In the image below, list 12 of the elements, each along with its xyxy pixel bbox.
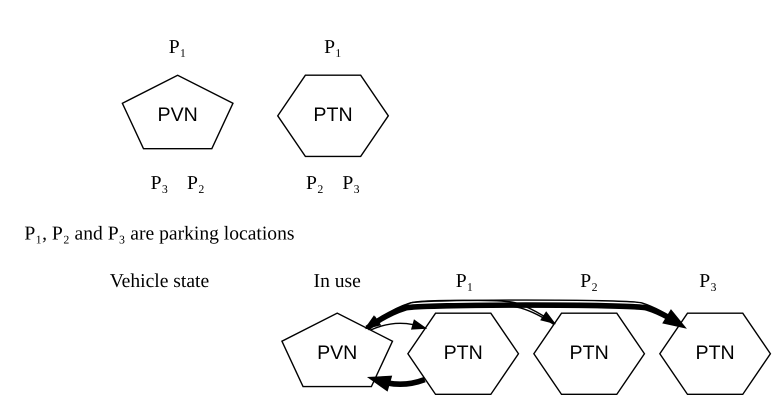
label: Vehicle state <box>109 270 209 292</box>
label: P₁, P₂ and P₃ are parking locations <box>24 223 294 244</box>
node-label: P₂ <box>305 172 324 194</box>
node-label: P₃ <box>698 270 716 292</box>
node-label: In use <box>313 270 360 292</box>
node-label: P₁ <box>168 37 186 58</box>
node-label: P₁ <box>324 37 342 58</box>
node-label: P₂ <box>580 270 598 292</box>
node-label: P₃ <box>342 172 360 194</box>
node-label: P₃ <box>150 172 168 194</box>
node-label: P₁ <box>455 270 473 292</box>
node-label: P₂ <box>186 172 204 194</box>
